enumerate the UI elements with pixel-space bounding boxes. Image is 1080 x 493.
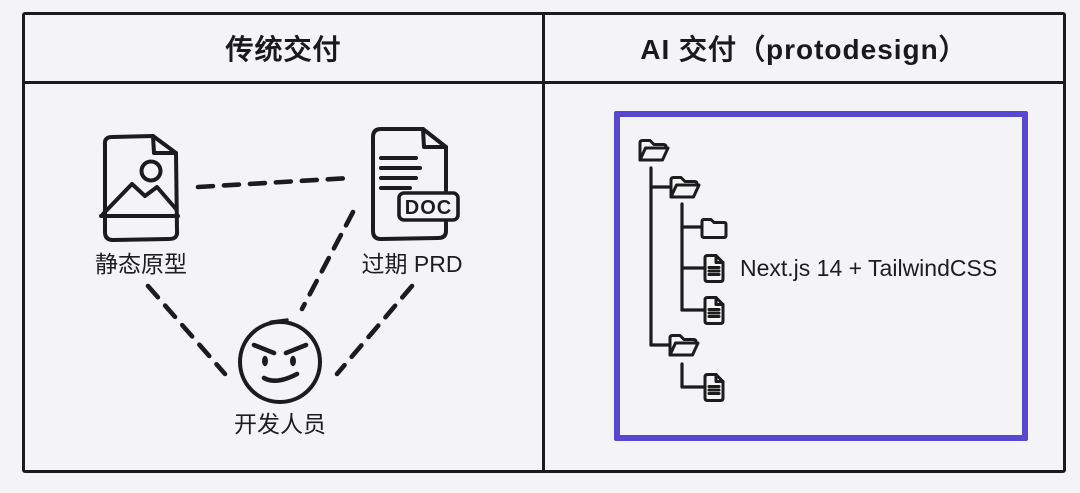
folder-open-icon xyxy=(669,176,701,199)
header-ai: AI 交付（protodesign） xyxy=(545,15,1063,81)
traditional-diagram: 静态原型 DOC 过期 PRD xyxy=(95,127,463,437)
header-traditional-label: 传统交付 xyxy=(225,34,342,65)
protodesign-output-box: Next.js 14 + TailwindCSS xyxy=(614,111,1028,441)
image-file-icon xyxy=(99,134,180,242)
prd-label: 过期 PRD xyxy=(362,251,463,277)
link-prd-developer-inner xyxy=(299,209,356,312)
doc-file-icon xyxy=(371,127,460,241)
developer-label: 开发人员 xyxy=(234,411,326,437)
header-ai-label: AI 交付（protodesign） xyxy=(640,34,968,65)
doc-badge-label: DOC xyxy=(405,197,452,219)
angry-face-icon xyxy=(238,318,322,404)
link-prd-developer xyxy=(334,283,415,377)
header-traditional: 传统交付 xyxy=(25,15,545,81)
traditional-panel: 静态原型 DOC 过期 PRD xyxy=(25,84,545,470)
file-icon xyxy=(703,296,725,325)
tree-connectors xyxy=(649,166,707,389)
file-tree: Next.js 14 + TailwindCSS xyxy=(638,139,997,402)
folder-closed-icon xyxy=(700,218,728,239)
file-icon xyxy=(703,373,725,402)
body-row: 静态原型 DOC 过期 PRD xyxy=(25,84,1063,470)
folder-open-icon xyxy=(668,334,700,357)
ai-panel: Next.js 14 + TailwindCSS xyxy=(545,84,1063,470)
header-row: 传统交付 AI 交付（protodesign） xyxy=(25,15,1063,84)
dashed-connections xyxy=(145,175,415,377)
prototype-label: 静态原型 xyxy=(95,251,187,277)
comparison-table: 传统交付 AI 交付（protodesign） xyxy=(22,12,1066,473)
stack-note: Next.js 14 + TailwindCSS xyxy=(740,255,997,281)
doc-badge-box xyxy=(397,191,460,222)
link-prototype-developer xyxy=(145,283,228,377)
folder-open-icon xyxy=(638,139,670,162)
link-prototype-prd xyxy=(195,175,353,190)
file-icon xyxy=(703,254,725,283)
